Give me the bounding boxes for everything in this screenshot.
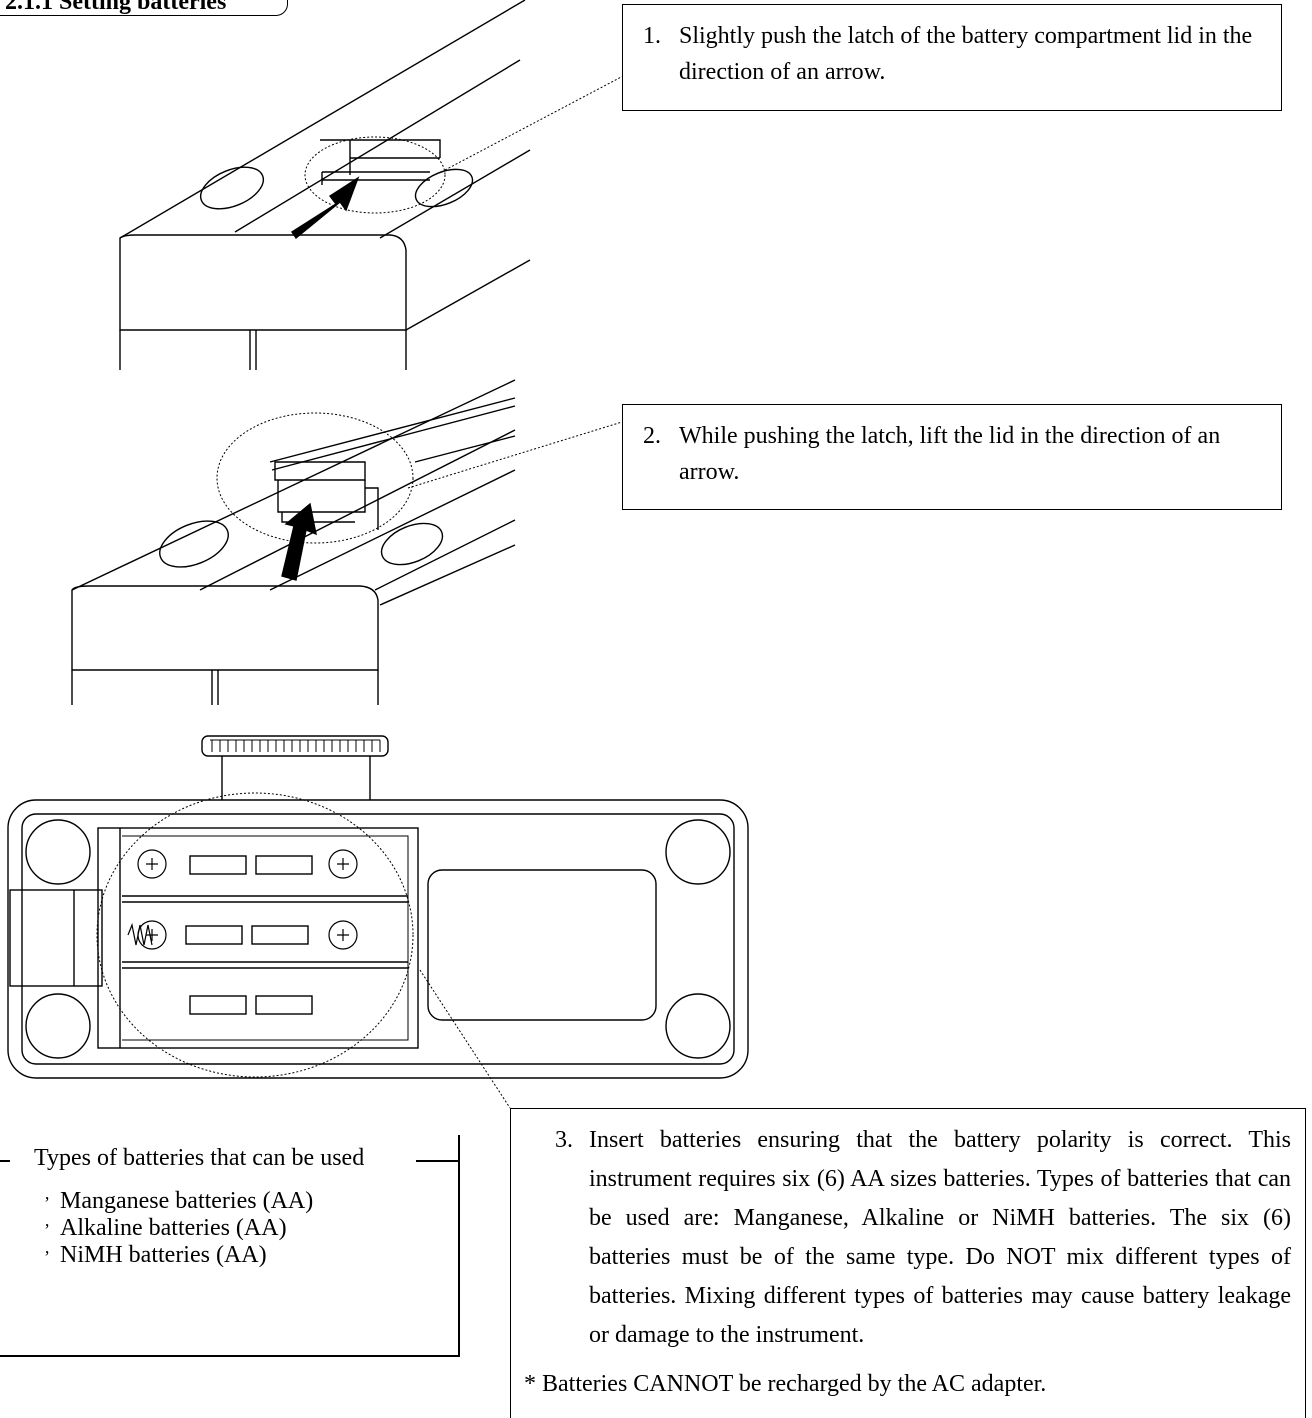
battery-type-item: Alkaline batteries (AA) [44,1215,313,1244]
step-2-number: 2. [643,423,661,449]
step-3-box: 3. Insert batteries ensuring that the ba… [510,1108,1306,1418]
battery-type-item: NiMH batteries (AA) [44,1242,313,1271]
step-3-text: Insert batteries ensuring that the batte… [589,1127,1291,1348]
figure-3-battery-compartment [7,735,749,1109]
step-1-box: 1. Slightly push the latch of the batter… [622,4,1282,111]
battery-types-box-top-right-rule [416,1160,460,1162]
step-3-number: 3. [555,1127,573,1153]
step-1-number: 1. [643,23,661,49]
step-1-text: Slightly push the latch of the battery c… [679,23,1253,85]
figure-1-push-latch [119,0,626,370]
recharge-note: * Batteries CANNOT be recharged by the A… [524,1371,1047,1397]
battery-type-item: Manganese batteries (AA) [44,1188,313,1217]
step-2-text: While pushing the latch, lift the lid in… [679,423,1221,485]
battery-types-title: Types of batteries that can be used [34,1145,365,1171]
battery-types-list: Manganese batteries (AA) Alkaline batter… [44,1188,313,1271]
step-2-box: 2. While pushing the latch, lift the lid… [622,404,1282,510]
battery-types-box [0,1135,460,1357]
section-title: 2.1.1 Setting batteries [0,0,288,16]
battery-types-box-top-left-rule [0,1160,10,1162]
figure-2-lift-lid [71,379,623,705]
